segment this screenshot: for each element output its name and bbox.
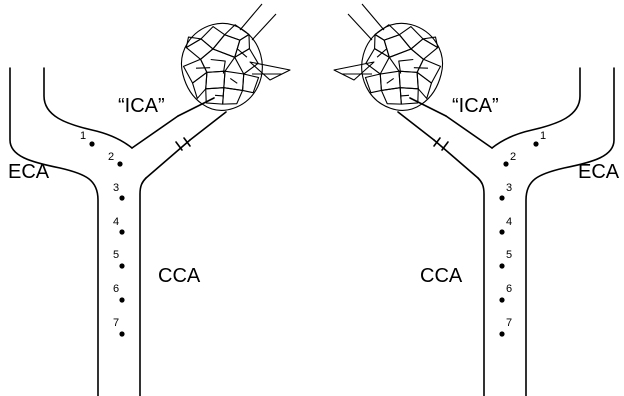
right-point-label-3: 3	[506, 182, 512, 194]
right-point-label-5: 5	[506, 249, 512, 261]
right-point-3	[499, 195, 504, 200]
right-eca-label: ECA	[578, 161, 620, 183]
left-vessel-branch	[240, 4, 290, 80]
right-point-2	[503, 161, 508, 166]
left-point-label-5: 5	[113, 249, 119, 261]
right-point-label-2: 2	[510, 151, 516, 163]
left-point-7	[119, 331, 124, 336]
left-point-label-1: 1	[80, 130, 86, 142]
right-point-7	[499, 331, 504, 336]
left-point-3	[119, 195, 124, 200]
right-panel: ECA “ICA” CCA 1 2 3 4 5 6 7	[334, 4, 620, 396]
right-ica-label: “ICA”	[452, 95, 499, 117]
left-measurement-points: 1 2 3 4 5 6 7	[80, 130, 125, 337]
right-measurement-points: 1 2 3 4 5 6 7	[499, 130, 546, 337]
left-point-6	[119, 297, 124, 302]
right-point-1	[533, 141, 538, 146]
left-point-label-7: 7	[113, 317, 119, 329]
left-point-5	[119, 263, 124, 268]
right-point-label-6: 6	[506, 283, 512, 295]
right-point-5	[499, 263, 504, 268]
right-point-label-7: 7	[506, 317, 512, 329]
left-panel: ECA “ICA” CCA 1 2 3 4 5 6 7	[8, 4, 290, 396]
left-point-4	[119, 229, 124, 234]
left-eca-label: ECA	[8, 161, 50, 183]
left-ica-label: “ICA”	[118, 95, 165, 117]
right-point-label-4: 4	[506, 216, 512, 228]
left-point-label-4: 4	[113, 216, 119, 228]
right-vessel-branch	[334, 4, 384, 80]
left-point-1	[89, 141, 94, 146]
left-point-label-3: 3	[113, 182, 119, 194]
right-point-4	[499, 229, 504, 234]
right-point-label-1: 1	[540, 130, 546, 142]
right-cca-label: CCA	[420, 265, 463, 287]
left-vessel-outline	[10, 68, 226, 396]
left-cca-label: CCA	[158, 265, 201, 287]
left-point-label-2: 2	[108, 151, 114, 163]
left-point-2	[117, 161, 122, 166]
right-point-6	[499, 297, 504, 302]
left-point-label-6: 6	[113, 283, 119, 295]
right-vessel-outline	[398, 68, 614, 396]
